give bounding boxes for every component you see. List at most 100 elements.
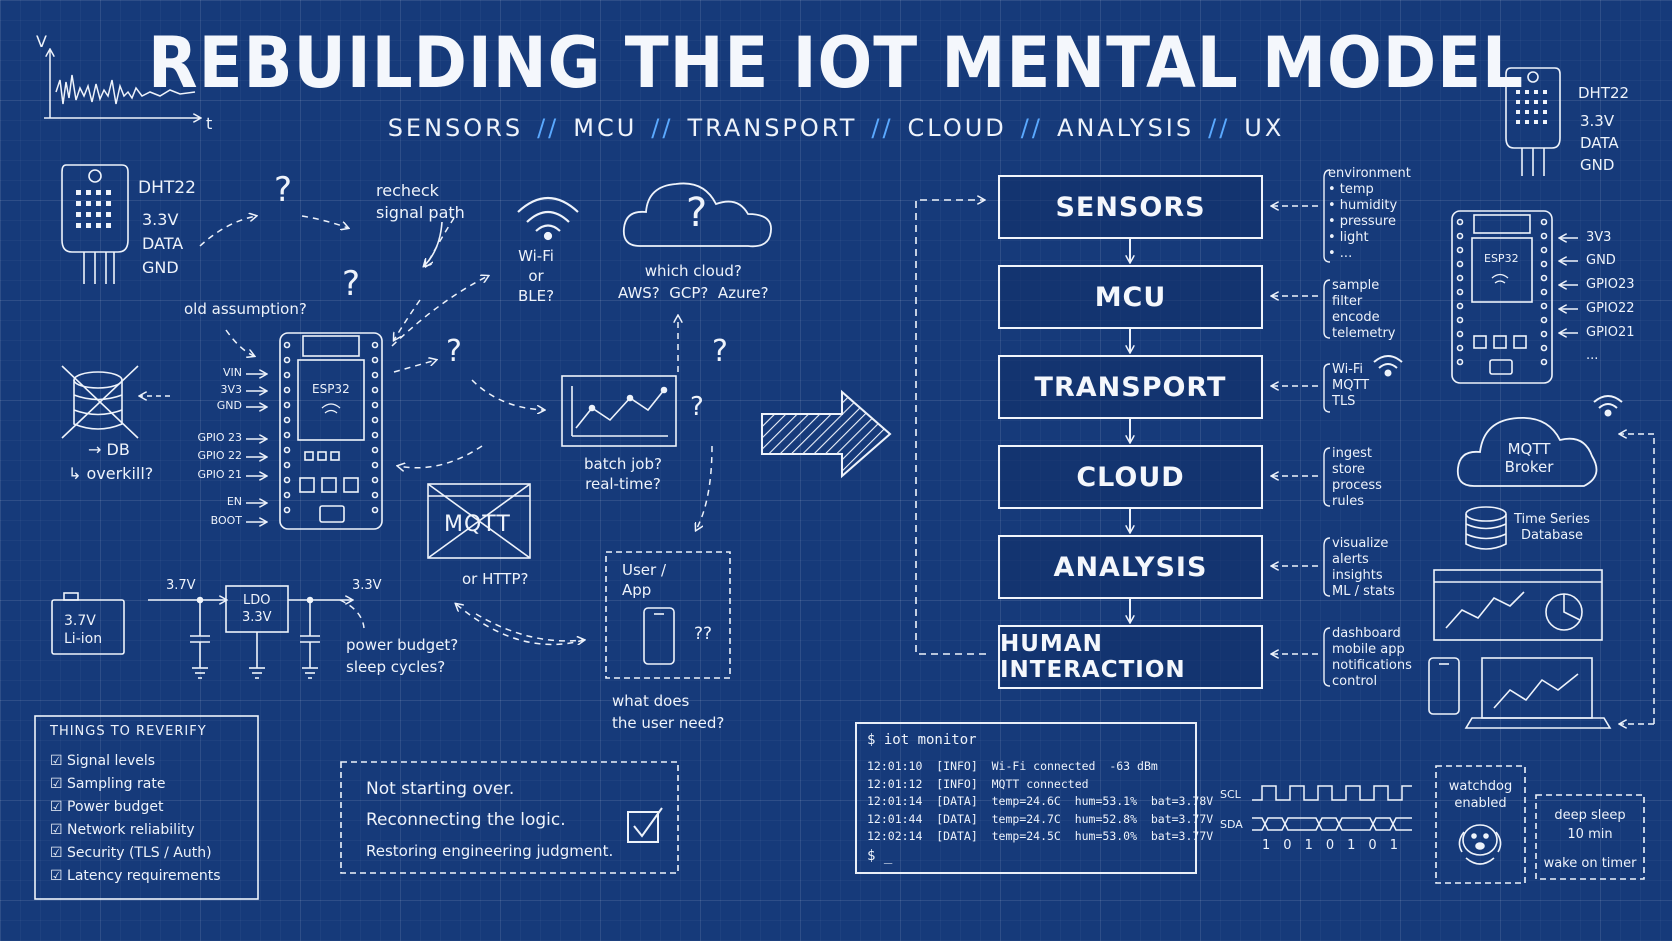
checklist-item-label: Signal levels [67,753,156,769]
question-mark: ? [446,334,462,369]
stage-note: ML / stats [1332,584,1395,599]
reconnect-line: Not starting over. [366,779,515,799]
subtitle-separator: // [1020,114,1043,142]
terminal-line: 12:02:14 [DATA] temp=24.5C hum=53.0% bat… [867,829,1214,843]
question-mark: ? [712,334,728,369]
user-app-label: User / App [622,561,667,599]
terminal-line: 12:01:10 [INFO] Wi-Fi connected -63 dBm [867,759,1158,773]
esp32-right-pin-label: GPIO21 [1586,325,1635,340]
subtitle-separator: // [1208,114,1231,142]
feedback-loop-arrow [915,200,986,655]
terminal-line: 12:01:12 [INFO] MQTT connected [867,776,1089,791]
wifi-icon [517,197,579,241]
crossed-db-icon [61,365,170,439]
battery-label: 3.7V Li-ion [64,613,103,647]
reconnect-line: Reconnecting the logic. [366,810,566,830]
terminal-line: 12:01:14 [DATA] temp=24.6C hum=53.1% bat… [867,794,1214,808]
stage-sensors: SENSORS [998,175,1263,239]
stage-note-brackets [1323,169,1331,687]
time-series-db-icon [1465,506,1507,550]
i2c-sda-label: SDA [1220,818,1243,831]
subtitle-mcu: MCU [573,114,638,142]
watchdog-dog-icon [1458,824,1502,865]
checklist-item-label: Latency requirements [67,868,221,884]
stage-note: notifications [1332,658,1412,673]
dht22-left-sensor [61,164,129,284]
stage-note: TLS [1332,394,1356,409]
terminal-cursor: $ _ [867,848,893,864]
i2c-bit: 1 [1262,838,1284,853]
checklist-item-label: Security (TLS / Auth) [67,845,212,861]
deep-sleep-line: deep sleep [1554,808,1626,823]
esp32-left-chip-label: ESP32 [312,382,350,396]
human-interaction-notes: dashboard mobile app notifications contr… [1332,626,1412,690]
mqtt-broker-cloud [1456,417,1598,487]
checklist-item: ☑ Power budget [50,799,164,815]
deep-sleep-line: 10 min [1567,827,1613,842]
esp32-left-board [246,332,383,530]
right-loop-arrow [1620,434,1655,724]
i2c-waveform [1252,785,1412,831]
stage-note: control [1332,674,1378,689]
iot-monitor-terminal: $ iot monitor 12:01:10 [INFO] Wi-Fi conn… [855,722,1213,874]
dht22-left-pin: 3.3V [142,210,179,229]
i2c-bit: 0 [1283,838,1305,853]
i2c-bit: 0 [1325,838,1348,853]
output-voltage-label: 3.3V [352,578,382,593]
sensors-notes: environment • temp • humidity • pressure… [1328,166,1411,262]
reconnect-box [340,761,679,874]
esp32-left-pin-label: GND [216,399,242,412]
user-app-question: ?? [694,624,713,644]
mqtt-broker-label: MQTT Broker [1504,440,1554,476]
stage-note: store [1332,462,1365,477]
stage-note: • temp [1328,182,1374,197]
checklist-item-label: Sampling rate [67,776,166,792]
stage-note: ingest [1332,446,1372,461]
deep-sleep-label: deep sleep 10 min wake on timer [1536,806,1644,873]
user-app-box [605,551,731,679]
question-mark: ? [342,264,361,304]
deep-sleep-line: wake on timer [1543,856,1637,871]
laptop-icon [1464,657,1612,729]
crossed-mqtt-box [427,483,531,559]
esp32-left-pin-label: BOOT [210,514,242,527]
subtitle-analysis: ANALYSIS [1056,114,1195,142]
esp32-right-pin-label: GPIO22 [1586,301,1635,316]
checklist-item: ☑ Latency requirements [50,868,221,884]
esp32-left-pin-label: GPIO 23 [197,431,242,444]
watchdog-label: watchdog enabled [1448,779,1513,811]
stage-note: telemetry [1332,326,1396,341]
transport-wifi-icon [1373,355,1403,377]
stage-note: MQTT [1332,378,1370,393]
esp32-left-pin-label: EN [226,495,242,508]
esp32-right-pin-label: ... [1586,348,1599,363]
dht22-right-sensor [1505,67,1561,176]
signal-waveform [55,74,196,105]
terminal-log: 12:01:10 [INFO] Wi-Fi connected -63 dBm … [867,758,1213,846]
question-mark: ? [274,170,293,210]
subtitle-separator: // [651,114,674,142]
stage-note: Wi-Fi [1332,362,1364,377]
i2c-bit: 1 [1304,838,1326,853]
stage-mcu: MCU [998,265,1263,329]
stage-note: insights [1332,568,1383,583]
cloud-notes: ingest store process rules [1332,446,1382,510]
subtitle-bar: SENSORS//MCU//TRANSPORT//CLOUD//ANALYSIS… [0,114,1672,142]
cloud-question-icon [622,182,772,248]
stage-note: encode [1332,310,1380,325]
stage-note: visualize [1332,536,1389,551]
chaos-arrows [199,216,713,645]
broker-wifi-icon [1593,395,1623,417]
terminal-line: 12:01:44 [DATA] temp=24.7C hum=52.8% bat… [867,811,1214,826]
signal-plot [44,50,200,118]
stage-analysis: ANALYSIS [998,535,1263,599]
db-label-text: DB [106,440,130,459]
esp32-right-pin-label: GND [1586,253,1616,268]
stage-note: rules [1332,494,1364,509]
stage-note: • light [1328,230,1369,245]
dht22-right-pin: 3.3V [1580,112,1615,130]
power-circuit [51,585,352,679]
old-assumption-note: old assumption? [184,300,307,318]
ldo-label: LDO 3.3V [242,593,272,625]
question-mark: ? [690,392,704,422]
